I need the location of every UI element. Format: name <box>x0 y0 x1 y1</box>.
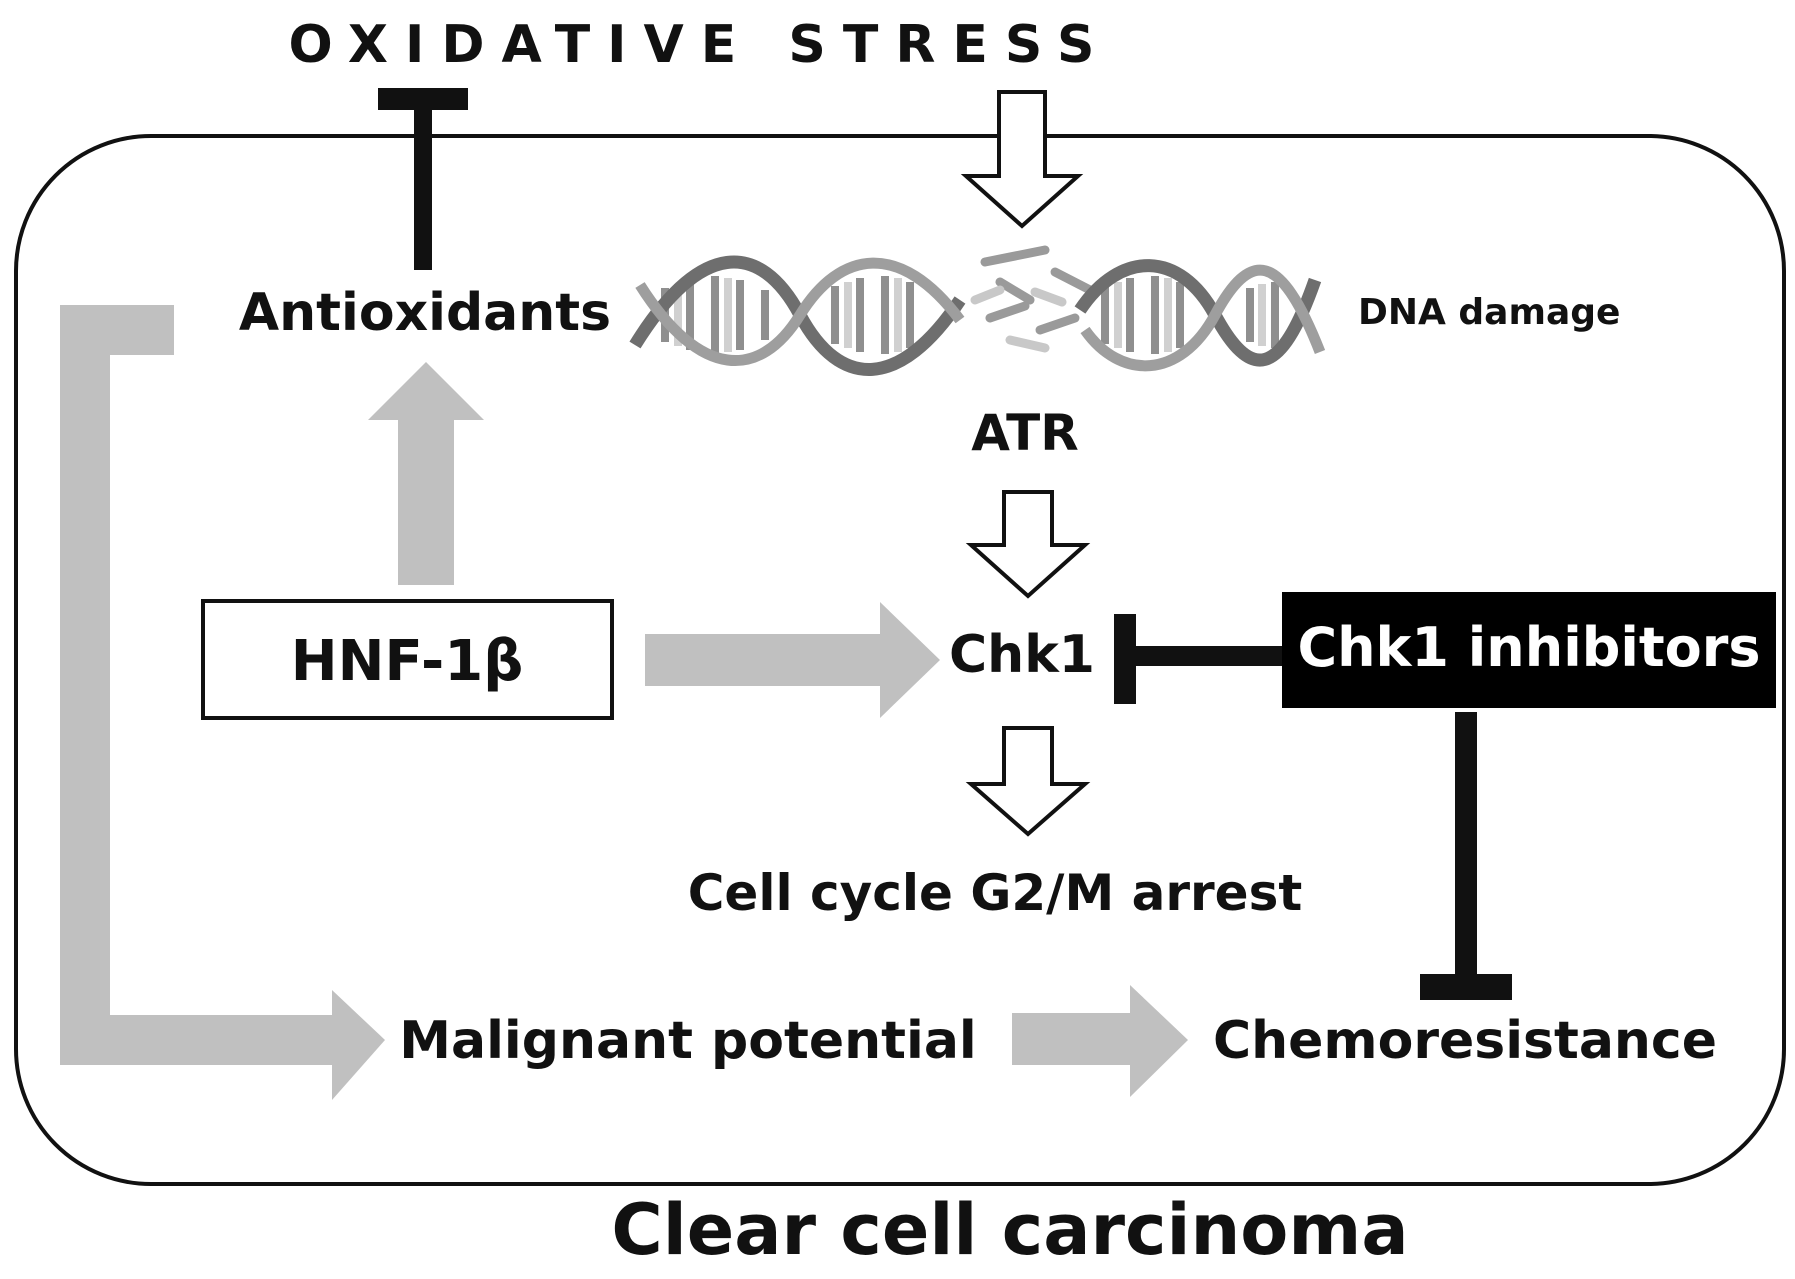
cell-boundary <box>14 134 1786 1186</box>
gray-bracket-arrow-antioxidants-to-malignant <box>60 305 385 1100</box>
diagram-title: OXIDATIVE STRESS <box>289 15 1112 75</box>
dna-damage-label: DNA damage <box>1358 292 1620 333</box>
hollow-arrow-chk1-to-cell-cycle <box>965 726 1091 837</box>
antioxidants-label: Antioxidants <box>239 283 611 343</box>
hnf1b-label: HNF-1β <box>291 629 524 694</box>
chk1-label: Chk1 <box>949 625 1095 685</box>
hollow-arrow-atr-to-chk1 <box>965 490 1091 599</box>
chemoresistance-inhibition-bar <box>1420 712 1512 1000</box>
hnf1b-box <box>201 599 614 720</box>
gray-arrow-malignant-to-chemoresistance <box>1012 985 1188 1097</box>
hollow-arrow-stress-to-dna <box>960 90 1084 229</box>
dna-helix-icon <box>629 245 1326 376</box>
gray-arrow-hnf1b-to-antioxidants <box>368 362 484 585</box>
chemoresistance-label: Chemoresistance <box>1213 1011 1717 1071</box>
chk1-inhibitors-label: Chk1 inhibitors <box>1297 616 1760 679</box>
antioxidant-inhibition-bar <box>378 88 468 270</box>
gray-arrow-hnf1b-to-chk1 <box>645 602 940 718</box>
malignant-potential-label: Malignant potential <box>399 1011 976 1071</box>
cell-cycle-label: Cell cycle G2/M arrest <box>688 864 1303 922</box>
chk1-inhibitors-box <box>1282 592 1776 708</box>
atr-label: ATR <box>971 404 1078 462</box>
diagram-caption: Clear cell carcinoma <box>611 1189 1408 1271</box>
chk1-inhibition-bar <box>1114 614 1284 704</box>
